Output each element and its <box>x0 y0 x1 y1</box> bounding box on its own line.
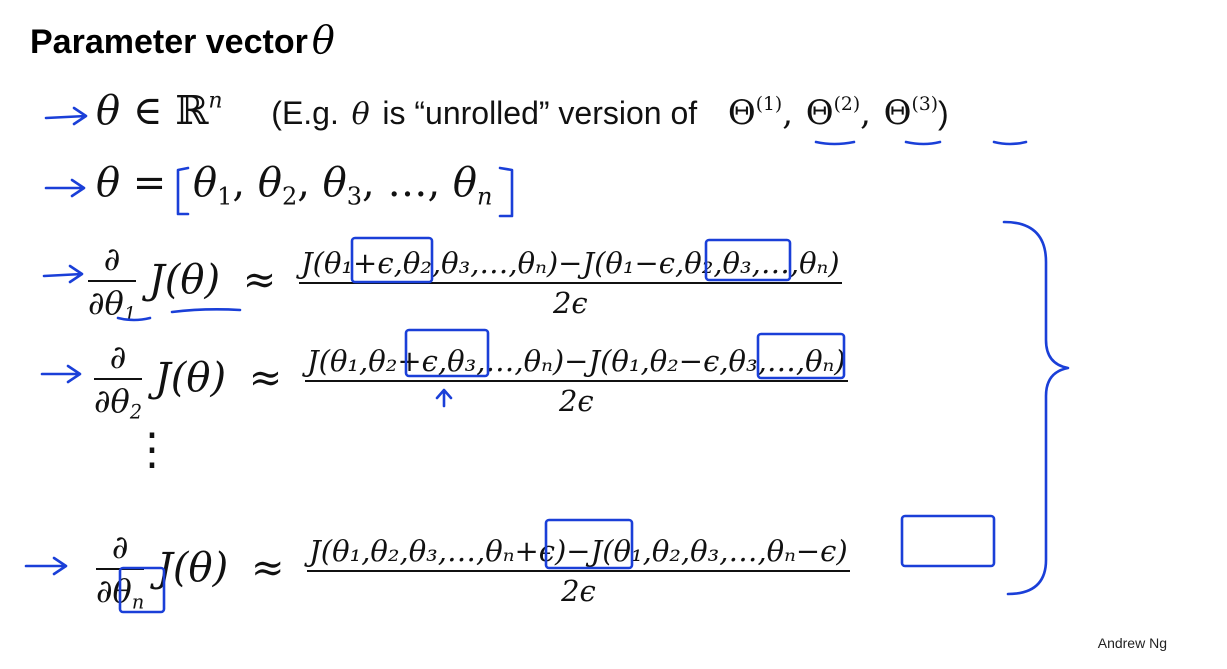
box-thetan-minus <box>900 514 996 568</box>
theta-vector-line: θ = θ1, θ2, θ3, …, θn <box>96 160 492 210</box>
eg-text: (E.g. <box>271 95 339 131</box>
cost-function-2: J(θ) <box>154 354 227 401</box>
box-theta2-minus <box>756 332 846 380</box>
capital-theta-1: Θ(1) <box>727 93 783 133</box>
partial-fraction-2: ∂ ∂θ2 <box>94 338 143 424</box>
approx-symbol-n: ≈ <box>250 544 285 591</box>
underline-J-1 <box>170 308 242 314</box>
theta-in-rn-line: θ ∈ ℝn (E.g. θ is “unrolled” version of … <box>96 88 949 134</box>
cost-function-1: J(θ) <box>148 256 221 303</box>
box-partial-thetan <box>118 566 166 614</box>
derivative-row-2: ∂ ∂θ2 J(θ) ≈ J(θ₁,θ₂+ϵ,θ₃,…,θₙ)−J(θ₁,θ₂−… <box>94 338 848 424</box>
element-of-symbol: ∈ <box>132 88 163 134</box>
underline-theta-1 <box>814 140 856 146</box>
unrolled-text: is “unrolled” version of <box>382 95 698 131</box>
box-thetan-plus <box>544 518 634 570</box>
vertical-dots: ⋮ <box>130 424 174 475</box>
arrow-icon-line2 <box>44 178 86 198</box>
underline-theta-2 <box>904 140 942 146</box>
real-numbers-symbol: ℝ <box>175 88 209 134</box>
underline-partial-1 <box>116 316 152 322</box>
underline-theta-3 <box>992 140 1028 146</box>
arrow-icon-deriv2 <box>40 364 82 384</box>
theta-inline: θ <box>351 97 370 132</box>
arrow-icon-deriv1 <box>42 264 84 284</box>
title-theta-symbol: θ <box>311 18 335 62</box>
difference-quotient-n: J(θ₁,θ₂,θ₃,…,θₙ+ϵ)−J(θ₁,θ₂,θ₃,…,θₙ−ϵ) 2ϵ <box>307 533 850 608</box>
derivative-row-n: ∂ ∂θn J(θ) ≈ J(θ₁,θ₂,θ₃,…,θₙ+ϵ)−J(θ₁,θ₂,… <box>96 528 850 614</box>
box-theta2-plus <box>404 328 490 378</box>
theta-symbol: θ <box>96 88 121 134</box>
derivative-row-1: ∂ ∂θ1 J(θ) ≈ J(θ₁+ϵ,θ₂,θ₃,…,θₙ)−J(θ₁−ϵ,θ… <box>88 240 842 326</box>
title-text: Parameter vector <box>30 23 308 61</box>
cost-function-n: J(θ) <box>156 544 229 591</box>
vector-bracket-right <box>498 166 514 218</box>
partial-fraction-n: ∂ ∂θn <box>96 528 145 614</box>
difference-quotient-2: J(θ₁,θ₂+ϵ,θ₃,…,θₙ)−J(θ₁,θ₂−ϵ,θ₃,…,θₙ) 2ϵ <box>305 343 848 418</box>
close-paren: ) <box>938 95 949 131</box>
theta-equals: θ = <box>96 160 167 206</box>
capital-theta-3: Θ(3) <box>883 93 939 133</box>
comma-2: , <box>860 93 871 133</box>
comma-1: , <box>782 93 794 133</box>
arrow-icon-derivn <box>24 556 68 576</box>
difference-quotient-1: J(θ₁+ϵ,θ₂,θ₃,…,θₙ)−J(θ₁−ϵ,θ₂,θ₃,…,θₙ) 2ϵ <box>299 245 842 320</box>
theta-components: θ1, θ2, θ3, …, θn <box>193 160 493 211</box>
box-theta1-plus <box>350 236 434 284</box>
approx-symbol-2: ≈ <box>248 354 283 401</box>
partial-fraction-1: ∂ ∂θ1 <box>88 240 137 326</box>
vector-bracket-left <box>176 166 190 216</box>
approx-symbol-1: ≈ <box>242 256 277 303</box>
author-signature: Andrew Ng <box>1097 635 1167 651</box>
dimension-n: n <box>208 88 223 114</box>
curly-brace-icon <box>1002 220 1070 596</box>
arrow-icon-line1 <box>44 106 88 126</box>
up-arrow-icon <box>435 388 453 408</box>
capital-theta-2: Θ(2) <box>805 93 861 133</box>
box-theta1-minus <box>704 238 792 282</box>
